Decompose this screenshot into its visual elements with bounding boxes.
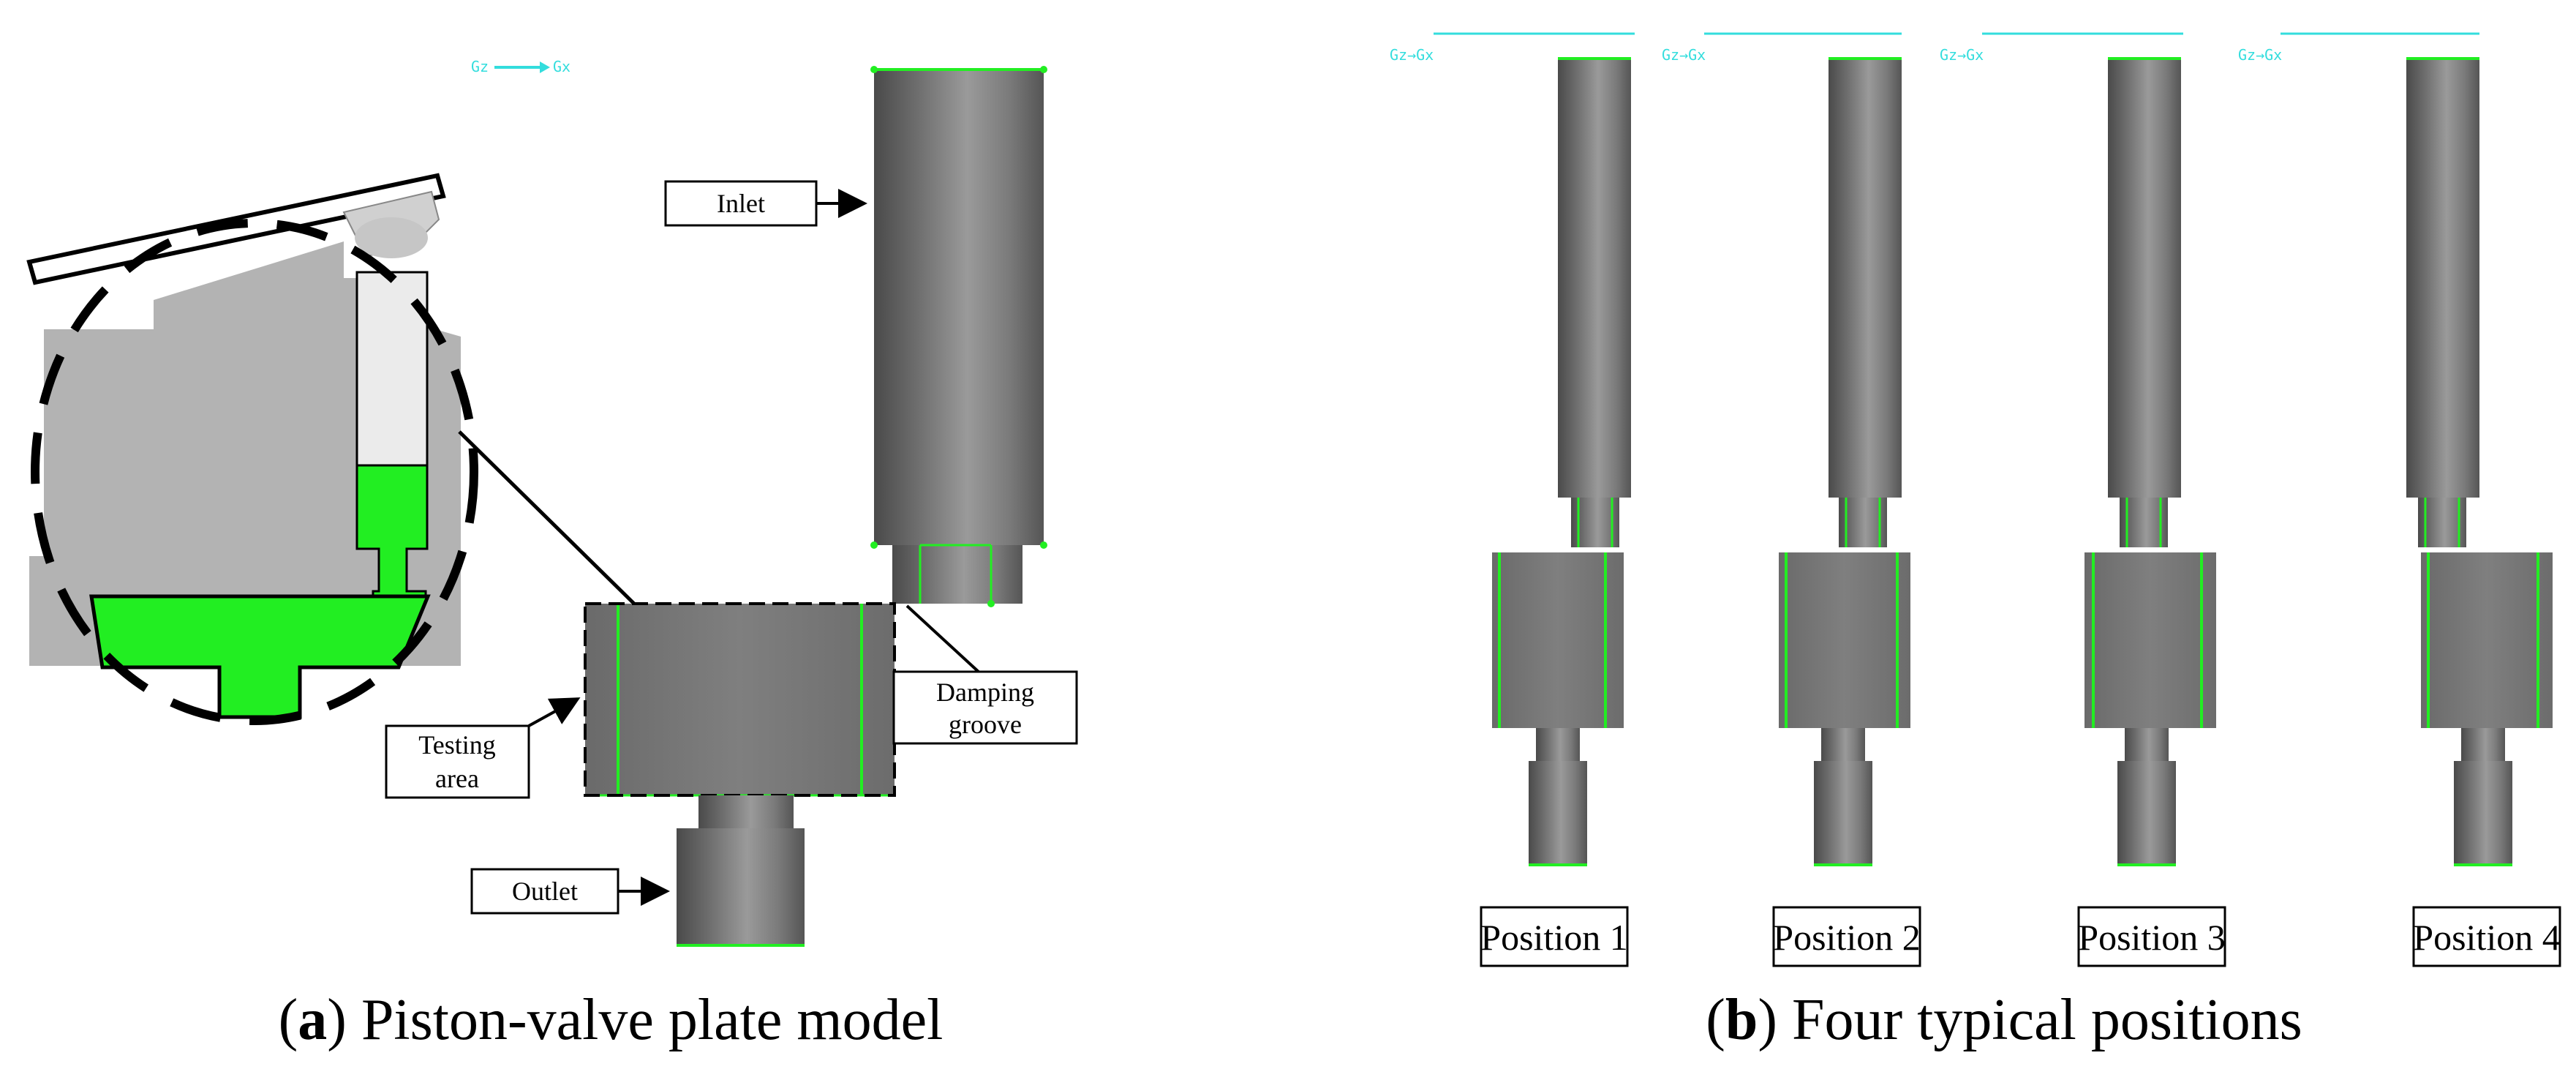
svg-text:groove: groove (949, 710, 1022, 739)
svg-text:area: area (435, 764, 479, 793)
coordinate-triad-icon: Gz→Gx (1662, 46, 1706, 64)
valve-plate (26, 173, 446, 285)
svg-text:Inlet: Inlet (717, 189, 765, 218)
svg-text:Gz: Gz (471, 58, 489, 75)
testing-area-callout: Testing area (385, 697, 581, 799)
inlet-cylinder (870, 66, 1047, 549)
zoom-leader-line (458, 430, 638, 607)
position-model-1: Gz→Gx Position 1 (1390, 32, 1635, 967)
damping-groove-neck (892, 544, 1023, 607)
svg-text:Testing: Testing (418, 730, 495, 760)
position-label-2: Position 2 (1773, 917, 1920, 958)
svg-text:Gx: Gx (553, 58, 570, 75)
piston-section (29, 219, 478, 725)
position-model-4: Gz→Gx Position 4 (2238, 32, 2561, 967)
panel-b: Gz→Gx Position 1 Gz→Gx (1390, 32, 2561, 1052)
coordinate-triad-icon: Gz→Gx (1390, 46, 1434, 64)
position-model-3: Gz→Gx Position 3 (1940, 32, 2226, 967)
outlet-cylinder (677, 795, 805, 947)
coordinate-triad-icon: Gz Gx (471, 58, 570, 75)
svg-text:Outlet: Outlet (512, 877, 578, 906)
position-label-4: Position 4 (2413, 917, 2560, 958)
coordinate-triad-icon: Gz→Gx (1940, 46, 1984, 64)
panel-b-caption: (b) Four typical positions (1706, 988, 2302, 1052)
damping-groove-callout: Damping groove (892, 604, 1078, 745)
position-model-2: Gz→Gx Position 2 (1662, 32, 1921, 967)
position-label-1: Position 1 (1480, 917, 1627, 958)
coordinate-triad-icon: Gz→Gx (2238, 46, 2282, 64)
panel-a: Gz Gx (26, 58, 1078, 1052)
outlet-callout: Outlet (470, 868, 670, 915)
svg-text:Damping: Damping (936, 678, 1034, 707)
position-label-3: Position 3 (2078, 917, 2225, 958)
inlet-callout: Inlet (664, 180, 867, 227)
testing-area-block (584, 602, 896, 797)
panel-a-caption: (a) Piston-valve plate model (279, 988, 944, 1052)
